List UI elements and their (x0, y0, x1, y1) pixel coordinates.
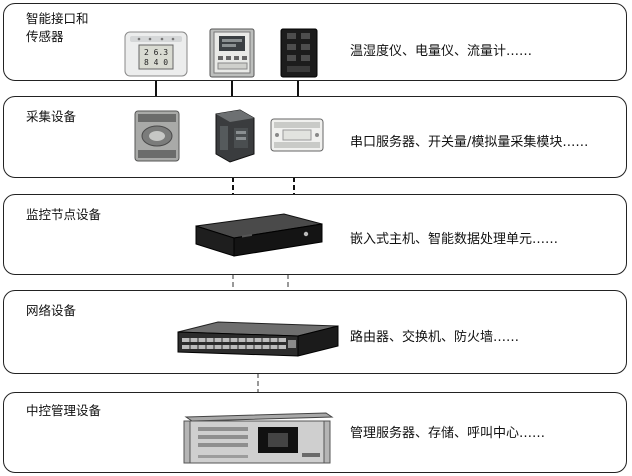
thermo-display-line2: 8 4 0 (144, 58, 168, 67)
layer-desc-acquisition: 串口服务器、开关量/模拟量采集模块…… (350, 135, 589, 150)
acquisition-module-3 (270, 118, 324, 152)
layer-desc-central-management: 管理服务器、存储、呼叫中心…… (350, 426, 546, 441)
layer-desc-monitoring-node: 嵌入式主机、智能数据处理单元…… (350, 232, 559, 247)
flow-meter-device (280, 28, 318, 78)
layer-title-line2: 传感器 (26, 29, 64, 44)
thermo-hygrometer-device: 2 6.3 8 4 0 (124, 31, 188, 77)
acquisition-module-2 (215, 109, 255, 163)
layer-title-acquisition: 采集设备 (26, 109, 77, 124)
layer-title-line1: 智能接口和 (26, 11, 89, 26)
management-server-device (183, 412, 334, 464)
layer-desc-sensors: 温湿度仪、电量仪、流量计…… (350, 44, 533, 59)
acquisition-module-1 (134, 110, 180, 162)
layer-title-sensors: 智能接口和 传感器 (26, 10, 89, 46)
layer-title-monitoring-node: 监控节点设备 (26, 207, 102, 222)
layer-title-network: 网络设备 (26, 303, 77, 318)
network-switch-device (177, 321, 339, 357)
layer-desc-network: 路由器、交换机、防火墙…… (350, 330, 520, 345)
thermo-display-line1: 2 6.3 (144, 48, 168, 57)
power-meter-device (209, 28, 255, 78)
embedded-host-device (195, 213, 323, 257)
layer-title-central-management: 中控管理设备 (26, 403, 102, 418)
